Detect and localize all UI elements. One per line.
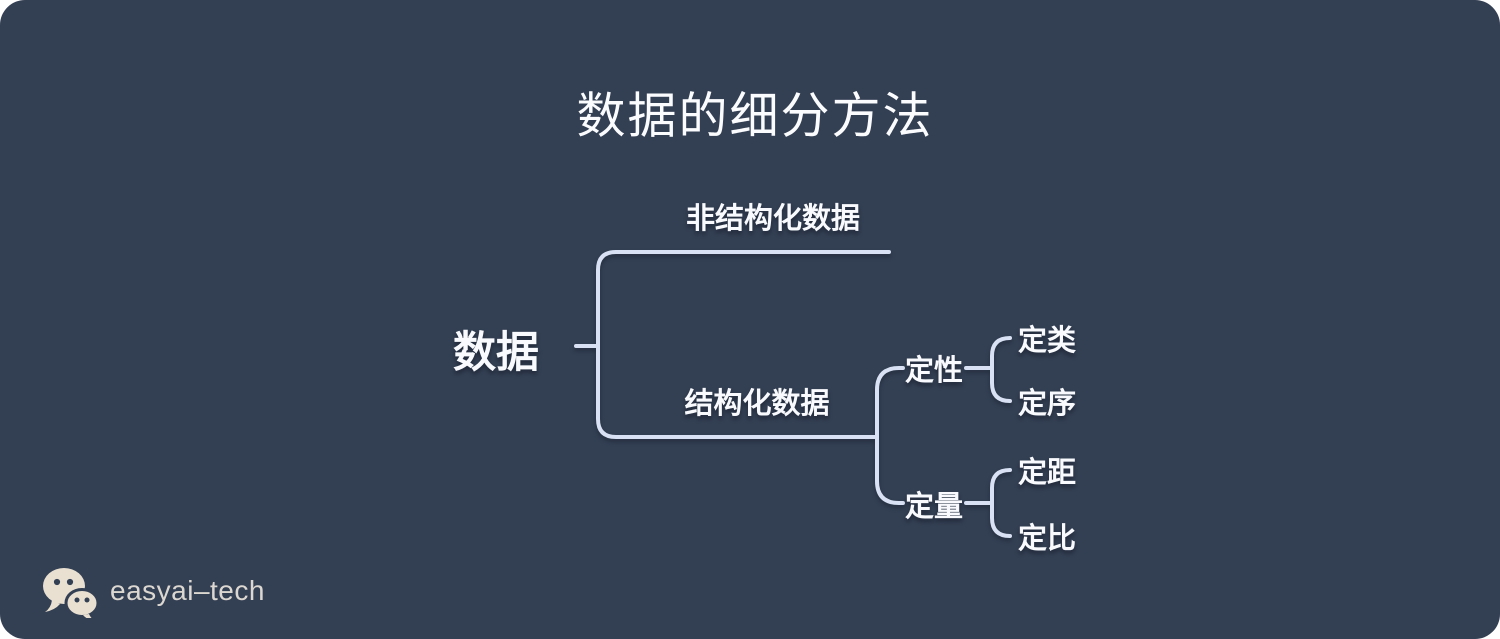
node-unstructured-data: 非结构化数据 [685,203,861,235]
node-nominal: 定类 [1017,325,1077,357]
link-main-bracket [596,250,891,439]
node-root: 数据 [453,329,539,377]
node-quantitative: 定量 [904,491,964,523]
page-title: 数据的细分方法 [576,89,934,144]
brand-name: easyai–tech [110,575,265,606]
node-ordinal: 定序 [1017,388,1077,420]
link-qualitative-children-bracket [990,336,1012,403]
node-interval: 定距 [1017,457,1077,489]
brand-footer: easyai–tech [40,564,265,618]
wechat-icon [43,568,98,618]
node-qualitative: 定性 [904,355,964,387]
node-structured-data: 结构化数据 [684,388,830,420]
link-quantitative-children-bracket [990,468,1012,538]
link-structured-children-bracket [875,366,905,505]
node-ratio: 定比 [1017,523,1077,555]
